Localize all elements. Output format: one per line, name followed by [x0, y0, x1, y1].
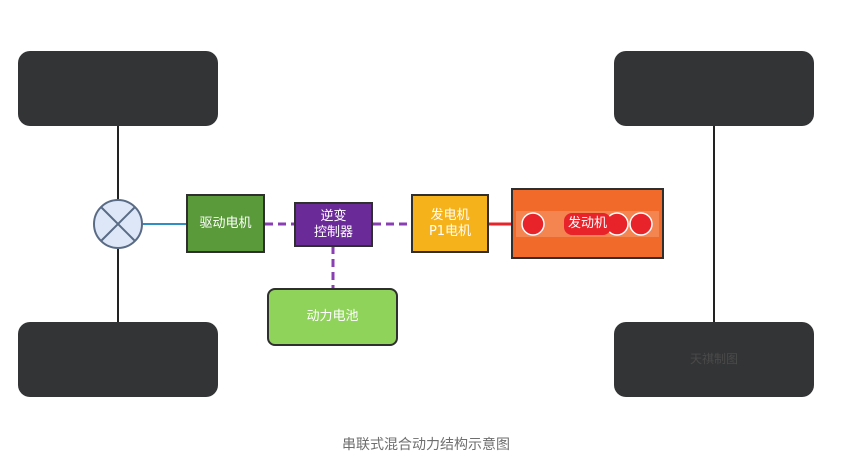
front-left-wheel: [18, 51, 218, 126]
drive-motor-box: 驱动电机: [186, 194, 265, 253]
inverter-controller-box: 逆变 控制器: [294, 202, 373, 247]
rear-left-wheel: [18, 322, 218, 397]
engine-box: 发动机: [511, 188, 664, 259]
front-right-wheel: [614, 51, 814, 126]
drive-motor-label: 驱动电机: [199, 215, 252, 231]
cylinder-icon: [521, 212, 545, 236]
generator-label-line1: 发电机: [430, 207, 470, 223]
watermark-text: 天祺制图: [689, 352, 738, 366]
cylinder-icon: [629, 212, 653, 236]
battery-box: 动力电池: [267, 288, 398, 346]
differential-icon: [93, 199, 143, 249]
generator-label-line2: P1电机: [428, 223, 472, 239]
battery-label: 动力电池: [306, 309, 359, 324]
engine-label: 发动机: [563, 212, 611, 235]
rear-right-wheel: [614, 322, 814, 397]
inverter-label-line1: 逆变: [320, 208, 347, 224]
inverter-label-line2: 控制器: [313, 224, 353, 240]
generator-box: 发电机 P1电机: [411, 194, 489, 253]
diagram-caption: 串联式混合动力结构示意图: [342, 437, 510, 453]
